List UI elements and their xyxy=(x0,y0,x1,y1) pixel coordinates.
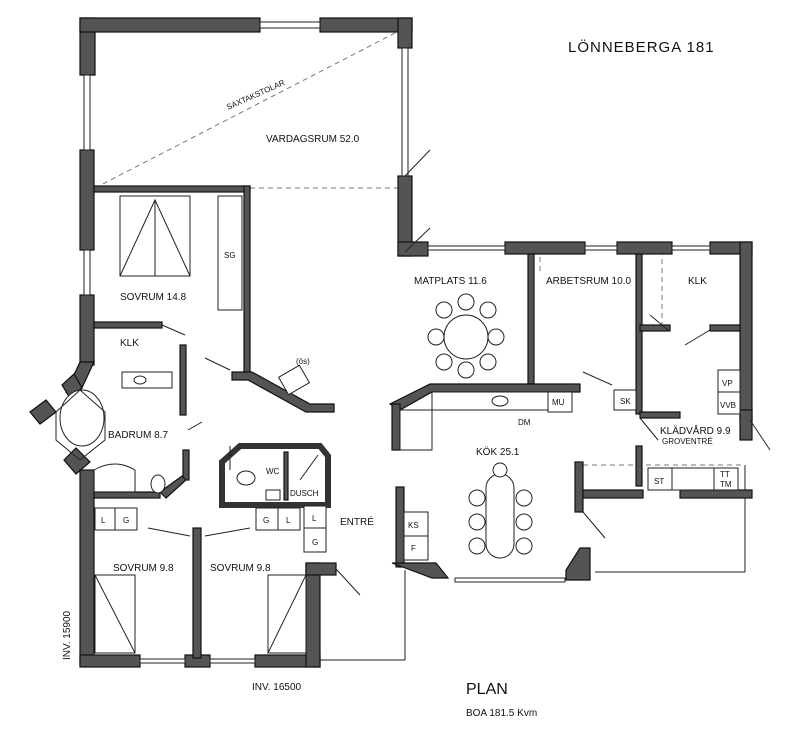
label-tm: TM xyxy=(720,480,732,489)
label-l-2: L xyxy=(286,516,291,525)
room-kok: KÖK 25.1 xyxy=(476,446,520,458)
plan-title: LÖNNEBERGA 181 xyxy=(568,38,715,56)
room-arbetsrum: ARBETSRUM 10.0 xyxy=(546,276,631,287)
area-label: BOA 181.5 Kvm xyxy=(466,708,537,719)
note-saxtakstolar: SAXTAKSTOLAR xyxy=(225,78,286,112)
room-klk-left: KLK xyxy=(120,338,139,349)
dimension-depth: INV. 15900 xyxy=(62,610,73,660)
label-f: F xyxy=(411,544,416,553)
label-sk: SK xyxy=(620,397,631,406)
fixtures xyxy=(55,195,741,654)
room-sovrum-a: SOVRUM 9.8 xyxy=(113,563,174,574)
dimension-width: INV. 16500 xyxy=(252,682,302,693)
windows xyxy=(83,21,711,664)
doors xyxy=(147,149,771,596)
label-dm: DM xyxy=(518,418,531,427)
label-tt: TT xyxy=(720,470,730,479)
room-badrum: BADRUM 8.7 xyxy=(108,430,168,441)
label-vvb: VVB xyxy=(720,401,736,410)
room-dusch: DUSCH xyxy=(290,489,319,498)
label-l-3: L xyxy=(312,514,317,523)
room-groventre: GROVENTRÉ xyxy=(662,437,713,446)
label-g-3: G xyxy=(312,538,318,547)
room-matplats: MATPLATS 11.6 xyxy=(414,276,487,287)
roof-lines xyxy=(94,32,746,661)
label-l-1: L xyxy=(101,516,106,525)
label-vp: VP xyxy=(722,379,733,388)
walls xyxy=(29,17,753,668)
plan-label: PLAN xyxy=(466,681,508,698)
label-g-1: G xyxy=(123,516,129,525)
label-sg: SG xyxy=(224,251,236,260)
room-sovrum-main: SOVRUM 14.8 xyxy=(120,292,187,303)
room-wc: WC xyxy=(266,467,280,476)
label-ks: KS xyxy=(408,521,419,530)
room-kladvard: KLÄDVÅRD 9.9 xyxy=(660,424,731,437)
note-os: (ös) xyxy=(296,357,310,366)
label-mu: MU xyxy=(552,398,565,407)
room-vardagsrum: VARDAGSRUM 52.0 xyxy=(266,134,360,145)
room-sovrum-b: SOVRUM 9.8 xyxy=(210,563,271,574)
room-entre: ENTRÉ xyxy=(340,515,374,528)
label-st: ST xyxy=(654,477,664,486)
room-klk-right: KLK xyxy=(688,276,707,287)
label-g-2: G xyxy=(263,516,269,525)
